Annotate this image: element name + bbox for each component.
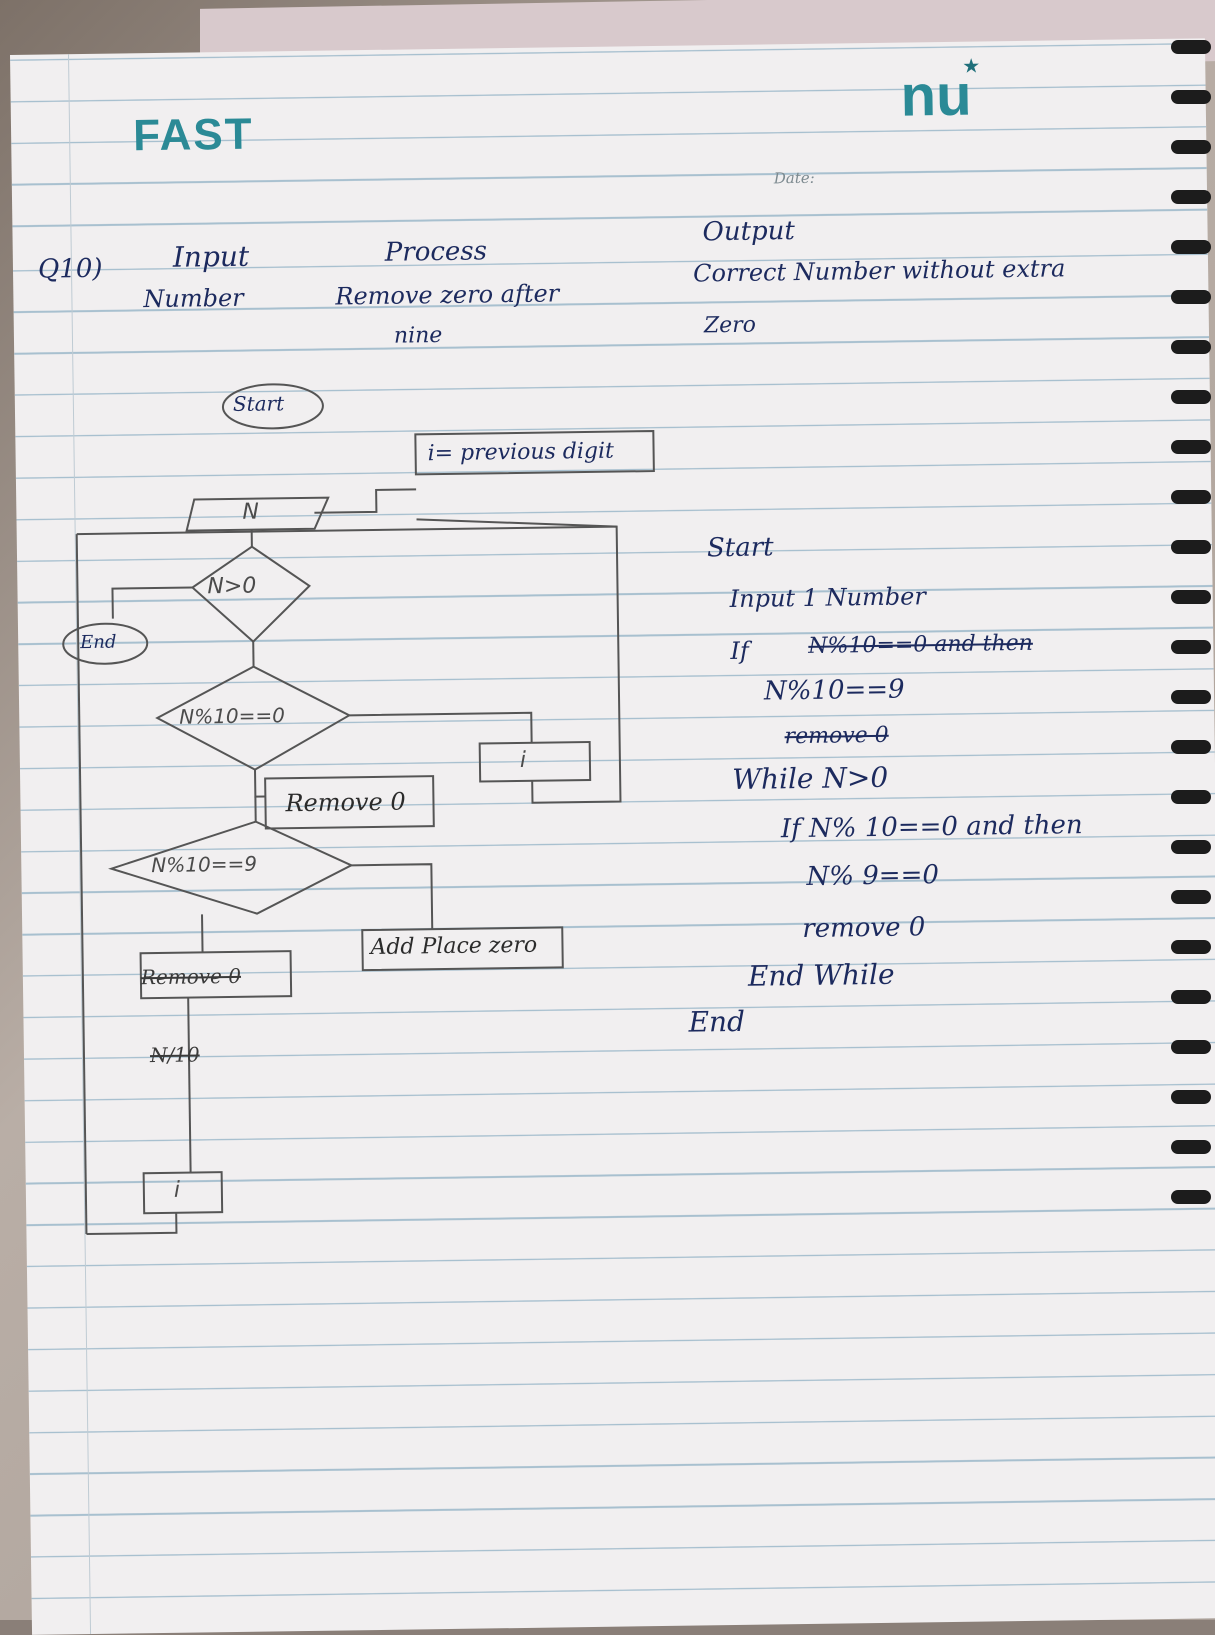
pseudo-line-7: While N>0 xyxy=(732,761,888,796)
pseudo-line-5: N%10==9 xyxy=(764,675,905,707)
pseudo-line-11: End While xyxy=(748,958,895,993)
note-connector xyxy=(314,489,416,512)
pseudo-line-9: N% 9==0 xyxy=(806,860,939,892)
pseudo-line-6: remove 0 xyxy=(784,723,888,749)
pseudo-line-10: remove 0 xyxy=(802,912,925,944)
crossed-n-label: N/10 xyxy=(150,1042,200,1067)
end-label: End xyxy=(80,632,117,654)
pseudo-line-1: Start xyxy=(707,532,774,563)
add-place-label: Add Place zero xyxy=(370,933,537,960)
input-label: N xyxy=(242,500,259,525)
to-end-connector xyxy=(112,588,192,619)
cond3-label: N%10==9 xyxy=(151,852,257,877)
i-bottom-label: i xyxy=(174,1178,180,1203)
spiral-binding xyxy=(1155,40,1215,1240)
notebook-page: FAST ★ nu Date: Q10) Input Number Proces… xyxy=(10,38,1215,1635)
pseudo-line-12: End xyxy=(688,1005,745,1039)
note-label: i= previous digit xyxy=(427,439,614,467)
i-right-label: i xyxy=(520,748,526,773)
cond2-label: N%10==0 xyxy=(179,703,285,728)
cond1-label: N>0 xyxy=(207,574,256,600)
pseudo-line-2: Input 1 Number xyxy=(729,582,926,613)
start-label: Start xyxy=(233,391,285,416)
pseudo-line-8: If N% 10==0 and then xyxy=(781,810,1083,844)
remove-label: Remove 0 xyxy=(285,788,406,818)
pseudo-line-3: If xyxy=(730,637,749,665)
crossed-remove-label: Remove 0 xyxy=(141,964,241,989)
i-box-right xyxy=(480,742,591,782)
pseudo-line-4: N%10==0 and then xyxy=(808,631,1033,659)
i-box-bottom xyxy=(144,1172,223,1213)
